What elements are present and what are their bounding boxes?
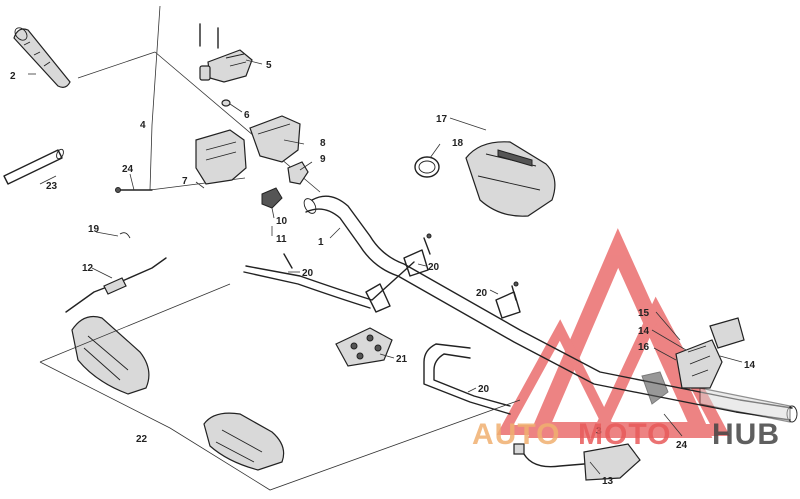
callout-14b: 14 — [744, 360, 756, 371]
grommet-part-9 — [287, 161, 309, 185]
callout-1: 1 — [318, 237, 324, 248]
callout-16: 16 — [638, 342, 650, 353]
leader-lines — [28, 59, 743, 475]
callout-4: 4 — [140, 120, 146, 131]
group-bracket-22 — [39, 283, 521, 491]
grip-part — [13, 27, 71, 88]
callout-19: 19 — [88, 224, 100, 235]
callout-17: 17 — [436, 114, 448, 125]
watermark-hub: HUB — [712, 418, 780, 451]
callout-22: 22 — [136, 434, 148, 445]
callout-11: 11 — [276, 234, 287, 245]
callout-6: 6 — [244, 110, 250, 121]
watermark-auto: AUTO — [472, 418, 560, 451]
cable-part-12 — [65, 232, 167, 313]
callout-3: 3 — [596, 426, 602, 437]
callout-20a: 20 — [302, 268, 314, 279]
screw-part-24 — [115, 187, 153, 193]
callout-20c: 20 — [476, 288, 488, 299]
callout-15: 15 — [638, 308, 650, 319]
crossbar-part-20 — [243, 233, 521, 319]
callout-23: 23 — [46, 181, 58, 192]
watermark-text: AUTO MOTO HUB — [472, 418, 780, 451]
callout-7: 7 — [182, 176, 188, 187]
callout-18: 18 — [452, 138, 464, 149]
handguard-part-17 — [465, 141, 556, 217]
callout-13: 13 — [602, 476, 614, 487]
callout-20d: 20 — [478, 384, 490, 395]
callout-5: 5 — [266, 60, 272, 71]
lower-bar-part-20 — [423, 343, 511, 415]
callout-12: 12 — [82, 263, 94, 274]
ring-part-18 — [414, 156, 440, 178]
callout-24a: 24 — [122, 164, 134, 175]
callout-21: 21 — [396, 354, 408, 365]
clamp-assembly — [199, 23, 253, 107]
housing-part-8 — [195, 115, 301, 185]
callout-9: 9 — [320, 154, 326, 165]
callout-20b: 20 — [428, 262, 440, 273]
knob-part-10 — [261, 187, 283, 209]
bar-part — [3, 148, 64, 185]
switch-housing-14 — [641, 317, 745, 405]
watermark-moto: MOTO — [578, 418, 671, 451]
callout-14a: 14 — [638, 326, 650, 337]
callout-24b: 24 — [676, 440, 688, 451]
callout-labels: 1 2 3 4 5 6 7 8 9 10 11 12 13 14 14 15 1… — [10, 60, 756, 487]
callout-10: 10 — [276, 216, 288, 227]
callout-2: 2 — [10, 71, 16, 82]
handguard-part-22 — [71, 315, 285, 471]
plate-part-21 — [335, 327, 393, 367]
callout-8: 8 — [320, 138, 326, 149]
